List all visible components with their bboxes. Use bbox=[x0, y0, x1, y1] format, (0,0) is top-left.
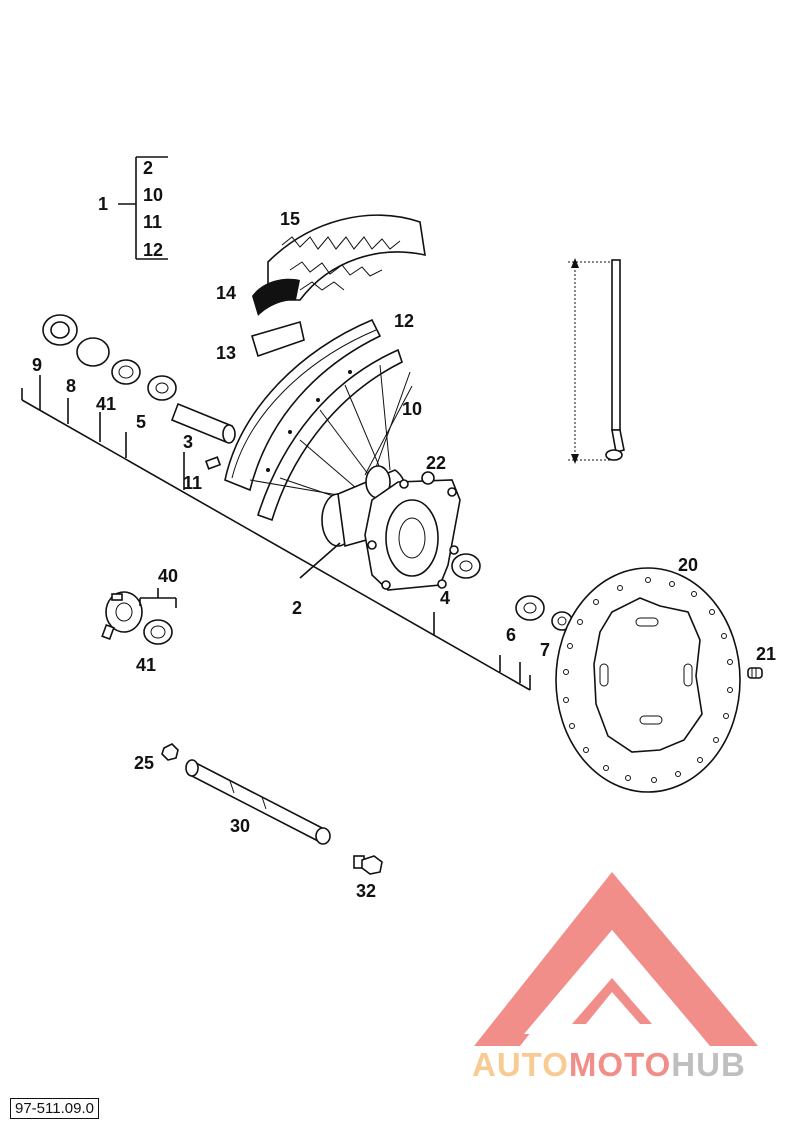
label-8: 8 bbox=[66, 376, 76, 396]
ring-41-lower-drawing bbox=[143, 619, 173, 645]
drawing-reference-number: 97-511.09.0 bbox=[10, 1098, 99, 1119]
label-group-12: 12 bbox=[143, 240, 163, 260]
label-20: 20 bbox=[678, 555, 698, 575]
label-group-10: 10 bbox=[143, 185, 163, 205]
label-2: 2 bbox=[292, 598, 302, 618]
ring-8-drawing bbox=[76, 337, 110, 367]
nut-25-drawing bbox=[161, 743, 179, 761]
label-40: 40 bbox=[158, 566, 178, 586]
tire-drawing bbox=[267, 214, 426, 301]
hub-drawing bbox=[321, 465, 461, 591]
label-1: 1 bbox=[98, 194, 108, 214]
exploded-axis-line bbox=[21, 375, 531, 691]
label-6: 6 bbox=[506, 625, 516, 645]
label-41-lower: 41 bbox=[136, 655, 156, 675]
brake-disc-holes bbox=[563, 577, 733, 783]
seal-6-drawing bbox=[515, 595, 545, 621]
speedometer-drive-drawing bbox=[101, 591, 143, 641]
bearing-5-drawing bbox=[147, 375, 177, 401]
label-41-upper: 41 bbox=[96, 394, 116, 414]
screw-21-drawing bbox=[747, 667, 763, 679]
label-13: 13 bbox=[216, 343, 236, 363]
grub-screw-11-drawing bbox=[204, 456, 222, 470]
label-5: 5 bbox=[136, 412, 146, 432]
part-group-bracket bbox=[118, 156, 168, 260]
label-3: 3 bbox=[183, 432, 193, 452]
rim-band-drawing bbox=[252, 278, 300, 316]
label-30: 30 bbox=[230, 816, 250, 836]
label-15: 15 bbox=[280, 209, 300, 229]
ring-41-drawing bbox=[111, 359, 141, 385]
bolt-32-drawing bbox=[353, 855, 383, 875]
label-21: 21 bbox=[756, 644, 776, 664]
bearing-4-drawing bbox=[451, 553, 481, 579]
label-14: 14 bbox=[216, 283, 236, 303]
label-4: 4 bbox=[440, 588, 450, 608]
brake-disc-drawing bbox=[555, 567, 741, 793]
label-9: 9 bbox=[32, 355, 42, 375]
label-7: 7 bbox=[540, 640, 550, 660]
inner-tube-drawing bbox=[251, 320, 305, 358]
axle-drawing bbox=[185, 759, 331, 845]
bracket-40 bbox=[139, 588, 177, 608]
label-11: 11 bbox=[183, 473, 202, 493]
spacer-tube-3-drawing bbox=[170, 402, 236, 444]
label-group-2: 2 bbox=[143, 158, 153, 178]
label-10: 10 bbox=[402, 399, 422, 419]
rim-drawing bbox=[224, 318, 403, 522]
label-group-11: 11 bbox=[143, 212, 162, 232]
spacer-22-drawing bbox=[421, 471, 435, 485]
label-32: 32 bbox=[356, 881, 376, 901]
label-12: 12 bbox=[394, 311, 414, 331]
label-22: 22 bbox=[426, 453, 446, 473]
logo-brand-text: AUTOMOTOHUB bbox=[472, 1046, 746, 1083]
automotohub-logo: AUTOMOTOHUB bbox=[472, 872, 758, 1083]
label-25: 25 bbox=[134, 753, 154, 773]
spoke-length-drawing bbox=[568, 258, 625, 464]
seal-9-drawing bbox=[42, 314, 78, 346]
